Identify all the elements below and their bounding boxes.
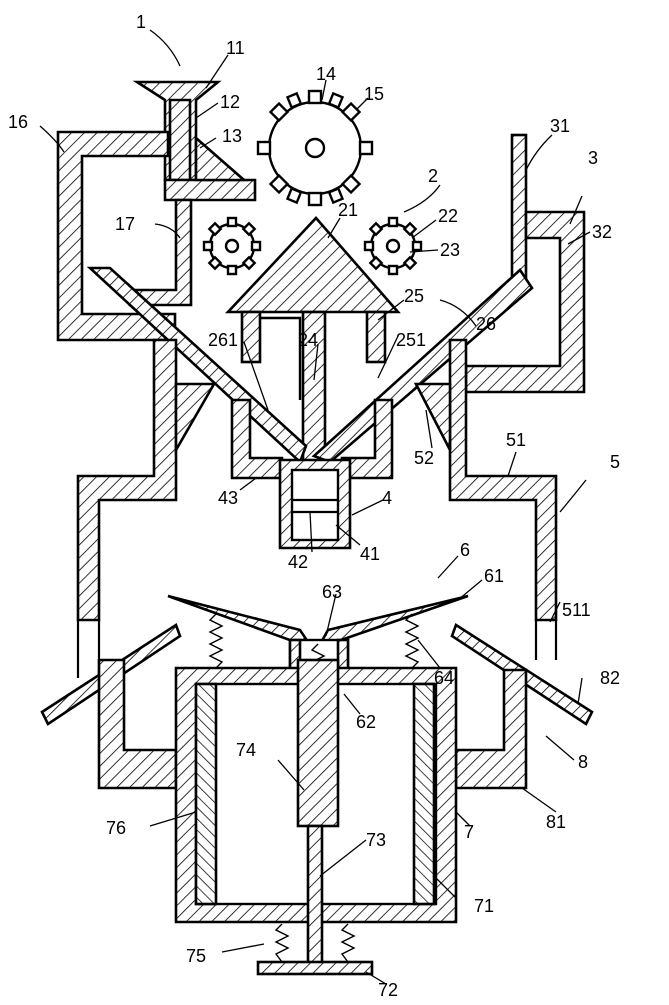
label-5: 5 <box>610 452 620 472</box>
label-25: 25 <box>404 286 424 306</box>
label-42: 42 <box>288 552 308 572</box>
label-1: 1 <box>136 12 146 32</box>
label-52: 52 <box>414 448 434 468</box>
label-15: 15 <box>364 84 384 104</box>
label-251: 251 <box>396 330 426 350</box>
label-32: 32 <box>592 222 612 242</box>
label-74: 74 <box>236 740 256 760</box>
middle-body <box>76 338 558 622</box>
label-511: 511 <box>562 600 591 620</box>
label-82: 82 <box>600 668 620 688</box>
label-16: 16 <box>8 112 28 132</box>
label-12: 12 <box>220 92 240 112</box>
slider-rod <box>296 658 340 968</box>
gear-small-left <box>202 216 262 276</box>
label-7: 7 <box>464 822 474 842</box>
label-64: 64 <box>434 668 454 688</box>
right-housing <box>464 133 586 394</box>
label-26: 26 <box>476 314 496 334</box>
label-13: 13 <box>222 126 242 146</box>
label-81: 81 <box>546 812 566 832</box>
label-4: 4 <box>382 488 392 508</box>
feed-hopper <box>132 80 257 202</box>
collector-cup <box>278 458 352 550</box>
label-75: 75 <box>186 946 206 966</box>
cone-and-shaft <box>225 216 401 466</box>
label-73: 73 <box>366 830 386 850</box>
lower-housing <box>97 658 528 790</box>
label-2: 2 <box>428 166 438 186</box>
label-71: 71 <box>474 896 494 916</box>
gear-small-right <box>363 216 423 276</box>
label-41: 41 <box>360 544 380 564</box>
label-11: 11 <box>226 38 245 58</box>
label-63: 63 <box>322 582 342 602</box>
label-62: 62 <box>356 712 376 732</box>
label-51: 51 <box>506 430 526 450</box>
base-plate <box>256 923 374 976</box>
label-24: 24 <box>298 330 318 350</box>
label-76: 76 <box>106 818 126 838</box>
label-22: 22 <box>438 206 458 226</box>
part-labels: 1 11 12 13 14 15 16 17 2 21 22 23 24 25 … <box>8 12 620 1000</box>
label-61: 61 <box>484 566 504 586</box>
leader-lines <box>39 29 591 985</box>
springs-upper <box>208 613 420 669</box>
label-17: 17 <box>115 214 135 234</box>
label-3: 3 <box>588 148 598 168</box>
label-261: 261 <box>208 330 238 350</box>
label-6: 6 <box>460 540 470 560</box>
label-23: 23 <box>440 240 460 260</box>
label-8: 8 <box>578 752 588 772</box>
label-14: 14 <box>316 64 336 84</box>
label-43: 43 <box>218 488 238 508</box>
label-21: 21 <box>338 200 358 220</box>
gear-large <box>256 89 374 207</box>
label-72: 72 <box>378 980 398 1000</box>
label-31: 31 <box>550 116 570 136</box>
